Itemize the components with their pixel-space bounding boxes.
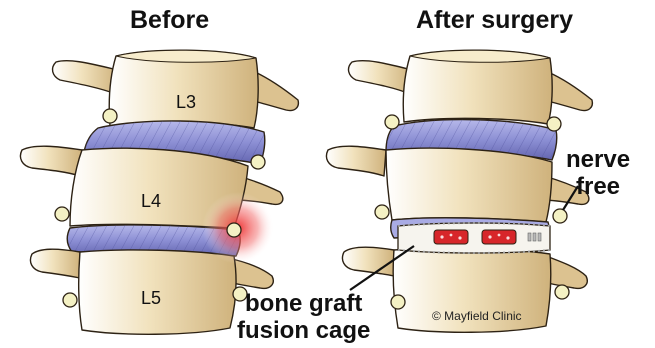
vertebra-label-l3: L3 xyxy=(176,92,196,113)
nerve-root xyxy=(391,295,405,309)
nerve-root xyxy=(555,285,569,299)
nerve-label-line2: free xyxy=(566,173,630,200)
copyright-notice: © Mayfield Clinic xyxy=(432,309,522,323)
free-nerve-root xyxy=(553,209,567,223)
nerve-root xyxy=(385,115,399,129)
implant-label-line1: bone graft xyxy=(237,290,370,317)
nerve-root xyxy=(251,155,265,169)
vertebra-label-l5: L5 xyxy=(141,288,161,309)
nerve-root xyxy=(375,205,389,219)
implant-label-line2: fusion cage xyxy=(237,317,370,344)
nerve-root xyxy=(547,117,561,131)
nerve-root xyxy=(103,109,117,123)
nerve-label-line1: nerve xyxy=(566,146,630,173)
before-title: Before xyxy=(130,6,209,35)
l4-left-process xyxy=(20,146,82,176)
cage-window xyxy=(434,230,468,244)
nerve-root xyxy=(63,293,77,307)
after-title: After surgery xyxy=(416,6,573,35)
fusion-cage xyxy=(398,223,550,253)
l3-left-process xyxy=(53,61,118,94)
vertebra-label-l4: L4 xyxy=(141,191,161,212)
cage-window xyxy=(482,230,516,244)
pinched-nerve-root xyxy=(227,223,241,237)
after-middle-vertebra xyxy=(386,148,552,222)
l5-left-process xyxy=(30,249,80,278)
bone-graft-fusion-cage-label: bone graft fusion cage xyxy=(237,290,370,344)
nerve-root xyxy=(55,207,69,221)
nerve-free-label: nerve free xyxy=(566,146,630,200)
